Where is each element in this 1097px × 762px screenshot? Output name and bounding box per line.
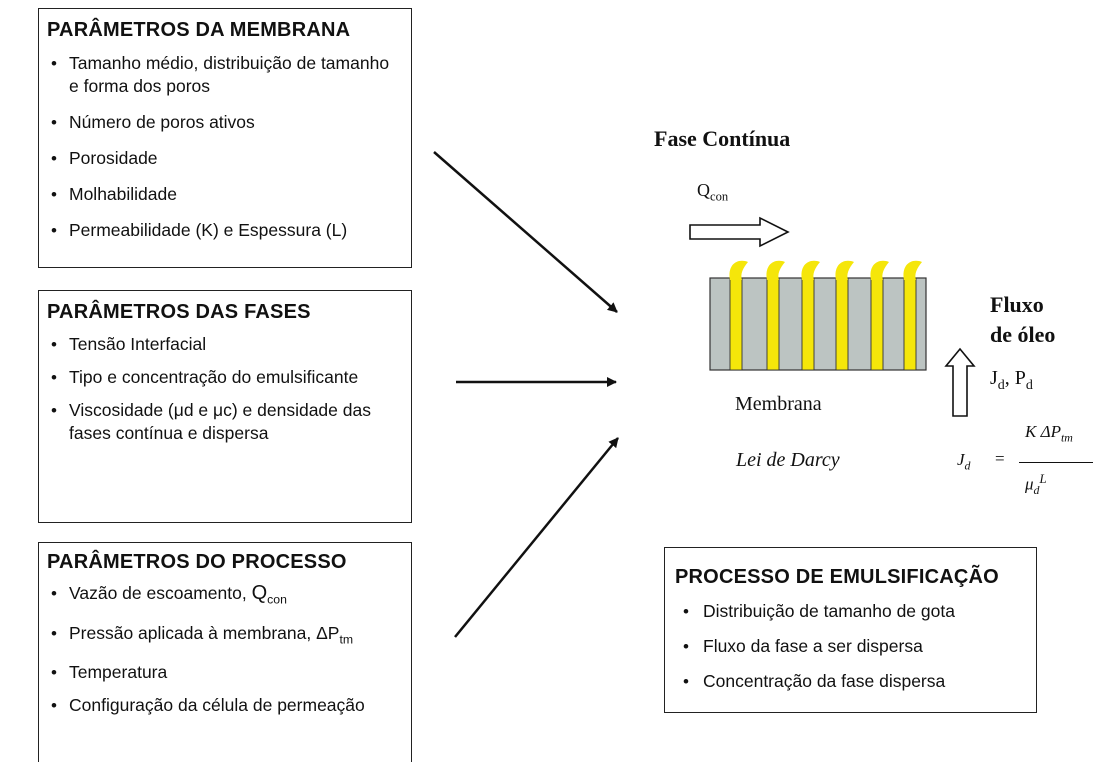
- formula-lhs: Jd: [957, 450, 971, 473]
- oil-droplet: [729, 260, 748, 280]
- oil-droplet: [870, 260, 889, 280]
- continuous-phase-label: Fase Contínua: [654, 126, 791, 151]
- membrane-parameters-title: PARÂMETROS DA MEMBRANA: [47, 19, 351, 41]
- membrane-pore: [870, 277, 884, 371]
- list-item: •Número de poros ativos: [51, 112, 255, 132]
- list-item: •Viscosidade (μd e μc) e densidade das f…: [51, 400, 371, 443]
- oil-droplet: [766, 260, 785, 280]
- membrane-label: Membrana: [735, 393, 822, 415]
- process-parameters-list: •Vazão de escoamento, Qcon •Pressão apli…: [47, 582, 401, 717]
- arrow-membrana-to-center: [433, 151, 618, 313]
- phase-parameters-list: •Tensão Interfacial •Tipo e concentração…: [47, 333, 401, 445]
- formula-denominator: μdL: [1025, 472, 1047, 498]
- membrane-pore: [801, 277, 815, 371]
- phase-parameters-title: PARÂMETROS DAS FASES: [47, 301, 311, 323]
- membrane-parameters-box: PARÂMETROS DA MEMBRANA •Tamanho médio, d…: [38, 8, 412, 268]
- list-item: •Vazão de escoamento, Qcon: [51, 582, 287, 607]
- membrane-pore: [903, 277, 917, 371]
- oil-droplet: [903, 260, 922, 280]
- list-item: •Tipo e concentração do emulsificante: [51, 367, 359, 387]
- membrane-pore: [835, 277, 849, 371]
- jd-pd-label: Jd, Pd: [990, 367, 1033, 393]
- membrane-parameters-list: •Tamanho médio, distribuição de tamanho …: [47, 52, 401, 242]
- list-item: •Molhabilidade: [51, 184, 177, 204]
- membrane-pore: [729, 277, 743, 371]
- emulsification-process-list: •Distribuição de tamanho de gota •Fluxo …: [675, 600, 1026, 693]
- list-item: •Distribuição de tamanho de gota: [683, 601, 955, 621]
- oil-flow-arrow: [944, 347, 976, 417]
- qcon-label: Qcon: [697, 180, 729, 204]
- list-item: •Concentração da fase dispersa: [683, 671, 946, 691]
- phase-parameters-box: PARÂMETROS DAS FASES •Tensão Interfacial…: [38, 290, 412, 523]
- list-item: •Pressão aplicada à membrana, ΔPtm: [51, 622, 354, 647]
- qcon-flow-arrow: [689, 216, 790, 248]
- arrow-processo-to-center: [454, 437, 619, 638]
- darcy-formula: Jd = K ΔPtm μdL: [955, 420, 1095, 510]
- emulsification-process-box: PROCESSO DE EMULSIFICAÇÃO •Distribuição …: [664, 547, 1037, 713]
- formula-equals: =: [995, 449, 1005, 468]
- membrane-pore: [766, 277, 780, 371]
- oil-droplet: [835, 260, 854, 280]
- list-item: •Porosidade: [51, 148, 158, 168]
- formula-numerator: K ΔPtm: [1025, 422, 1073, 445]
- list-item: •Permeabilidade (K) e Espessura (L): [51, 220, 348, 240]
- oil-droplet: [801, 260, 820, 280]
- list-item: •Tamanho médio, distribuição de tamanho …: [51, 53, 390, 96]
- list-item: •Tensão Interfacial: [51, 334, 207, 354]
- membrane-illustration: [709, 260, 927, 371]
- formula-fraction-bar: [1019, 462, 1093, 463]
- process-parameters-box: PARÂMETROS DO PROCESSO •Vazão de escoame…: [38, 542, 412, 762]
- emulsification-process-title: PROCESSO DE EMULSIFICAÇÃO: [675, 566, 999, 588]
- darcy-law-label: Lei de Darcy: [736, 449, 840, 471]
- list-item: •Temperatura: [51, 662, 168, 682]
- membrane-body: [709, 277, 927, 371]
- list-item: •Configuração da célula de permeação: [51, 695, 365, 715]
- list-item: •Fluxo da fase a ser dispersa: [683, 636, 923, 656]
- process-parameters-title: PARÂMETROS DO PROCESSO: [47, 551, 347, 573]
